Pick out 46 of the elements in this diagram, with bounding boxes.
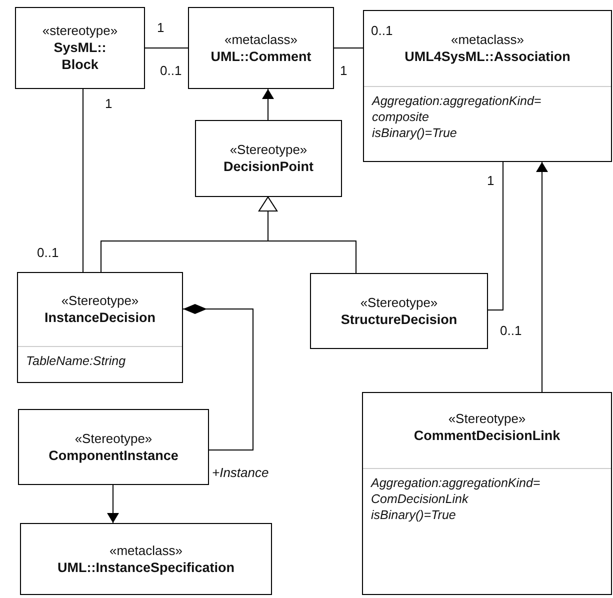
class-name: CommentDecisionLink [414,427,560,444]
class-box [15,7,145,89]
class-box [20,523,272,595]
class-name: InstanceDecision [44,309,156,326]
generalization-arrow [258,196,356,274]
stereotype-label: «Stereotype» [448,411,526,427]
class-box [188,7,334,89]
stereotype-label: «Stereotype» [61,293,139,309]
multiplicity-label: 1 [340,63,348,78]
multiplicity-label: 0..1 [37,245,59,260]
class-box [310,273,488,349]
stereotype-label: «Stereotype» [230,142,308,158]
class-name: ComponentInstance [48,446,178,464]
composition-line [182,304,254,450]
association-line [82,88,84,272]
class-box [18,409,209,485]
class-name: UML4SysML::Association [404,48,570,65]
arrow [536,162,548,392]
class-box [195,120,342,197]
stereotype-label: «Stereotype» [74,430,152,446]
class-name: UML::Comment [210,48,312,64]
class-box [17,272,183,383]
class-box [362,392,612,595]
stereotype-label: «stereotype» [42,23,118,39]
role-name: +Instance [212,465,269,480]
attribute-text: TableName:String [26,353,127,369]
class-box [363,10,612,162]
arrow [107,484,119,524]
multiplicity-label: 1 [157,20,164,35]
stereotype-label: «metaclass» [224,32,298,48]
multiplicity-label: 0..1 [500,323,522,338]
attribute-text: isBinary()=True [372,125,458,141]
arrow [262,88,274,120]
stereotype-label: «metaclass» [451,32,524,48]
multiplicity-label: 0..1 [160,63,182,78]
attribute-text: isBinary()=True [371,507,457,523]
class-name: DecisionPoint [223,158,314,175]
stereotype-label: «metaclass» [110,542,182,558]
stereotype-label: «Stereotype» [360,294,438,310]
class-name: UML::InstanceSpecification [57,558,235,576]
class-name: StructureDecision [340,310,458,328]
association-line [488,162,504,310]
multiplicity-label: 1 [105,96,112,111]
class-name: SysML:: Block [52,39,108,73]
multiplicity-label: 0..1 [371,23,393,38]
multiplicity-label: 1 [487,173,494,188]
